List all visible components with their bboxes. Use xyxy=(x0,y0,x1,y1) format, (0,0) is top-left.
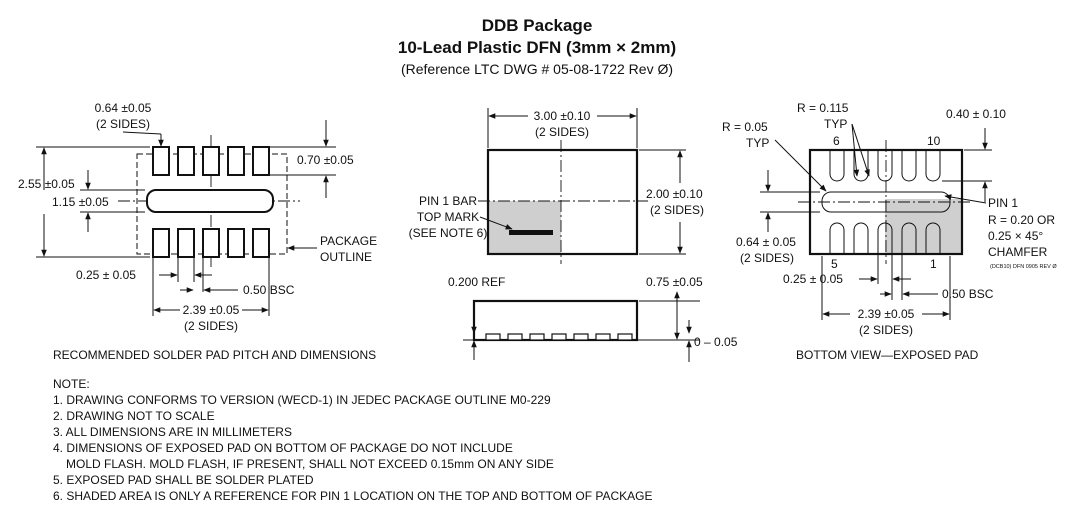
solder-view-caption: RECOMMENDED SOLDER PAD PITCH AND DIMENSI… xyxy=(53,348,376,362)
notes-heading: NOTE: xyxy=(53,377,90,391)
drawing-reference: (Reference LTC DWG # 05-08-1722 Rev Ø) xyxy=(401,61,673,77)
pad-length-label: 0.70 ±0.05 xyxy=(297,153,354,167)
solder-pad xyxy=(252,146,270,176)
solder-pad xyxy=(152,228,170,258)
note-5: 5. EXPOSED PAD SHALL BE SOLDER PLATED xyxy=(53,473,314,487)
pin1-note-label: (SEE NOTE 6) xyxy=(409,226,488,240)
package-title: DDB Package xyxy=(482,16,593,35)
solder-pad xyxy=(227,146,245,176)
corner-radius-typ: TYP xyxy=(746,136,769,150)
package-outline-label-2: OUTLINE xyxy=(320,250,372,264)
solder-pad xyxy=(177,146,195,176)
chamfer-label-1: R = 0.20 OR xyxy=(988,213,1055,227)
chamfer-label-2: 0.25 × 45° xyxy=(988,229,1043,243)
top-width-sides: (2 SIDES) xyxy=(535,125,589,139)
pad-width-sides: (2 SIDES) xyxy=(96,117,150,131)
solder-pad-view: 0.64 ±0.05 (2 SIDES) 0.70 ±0.05 2.55 ±0.… xyxy=(18,101,377,362)
solder-pad xyxy=(227,228,245,258)
side-leads xyxy=(485,333,633,341)
bottom-pad-row xyxy=(152,228,270,258)
lead-radius-label: R = 0.115 xyxy=(797,101,849,115)
bottom-pad-span-sides: (2 SIDES) xyxy=(859,323,913,337)
pad-span-sides: (2 SIDES) xyxy=(184,319,238,333)
exposed-pad-width-sides: (2 SIDES) xyxy=(740,251,794,265)
note-2: 2. DRAWING NOT TO SCALE xyxy=(53,409,215,423)
pin1-label: PIN 1 xyxy=(988,196,1018,210)
package-subtitle: 10-Lead Plastic DFN (3mm × 2mm) xyxy=(398,38,676,57)
pin5-label: 5 xyxy=(831,257,838,271)
side-height-label: 0.75 ±0.05 xyxy=(646,275,703,289)
pin1-top-mark-label: TOP MARK xyxy=(417,210,479,224)
top-view: 3.00 ±0.10 (2 SIDES) 2.00 ±0.10 (2 SIDES… xyxy=(409,108,704,264)
top-width-label: 3.00 ±0.10 xyxy=(534,109,591,123)
lead-width-label: 0.25 ± 0.05 xyxy=(76,268,136,282)
bottom-pitch-label: 0.50 BSC xyxy=(942,287,994,301)
bottom-lead-width-label: 0.25 ± 0.05 xyxy=(783,272,843,286)
overall-length-label: 2.55 ±0.05 xyxy=(18,177,75,191)
note-1: 1. DRAWING CONFORMS TO VERSION (WECD-1) … xyxy=(53,393,551,407)
side-view: 0.200 REF 0.75 ±0.05 0 – 0.05 xyxy=(448,275,738,362)
drawing-id: (DCB10) DFN 0905 REV Ø xyxy=(990,264,1057,270)
pin1-number-label: 1 xyxy=(930,257,937,271)
solder-pad xyxy=(252,228,270,258)
standoff-label: 0 – 0.05 xyxy=(694,335,738,349)
top-height-sides: (2 SIDES) xyxy=(650,203,704,217)
corner-radius-label: R = 0.05 xyxy=(722,120,768,134)
center-pad-label: 1.15 ±0.05 xyxy=(52,195,109,209)
bottom-view: R = 0.115 TYP 6 10 0.40 ± 0.10 R = 0.05 … xyxy=(722,101,1057,362)
pad-width-label: 0.64 ±0.05 xyxy=(95,101,152,115)
pin1-shaded-area xyxy=(488,201,561,254)
bottom-bottom-leads xyxy=(829,222,941,253)
solder-pad xyxy=(177,228,195,258)
solder-pad xyxy=(202,146,220,176)
pin1-bar-label: PIN 1 BAR xyxy=(419,194,477,208)
pin1-bar-mark xyxy=(509,230,553,235)
package-outline-label: PACKAGE xyxy=(320,234,377,248)
lead-length-label: 0.40 ± 0.10 xyxy=(946,107,1006,121)
center-solder-pad xyxy=(146,189,274,213)
bottom-top-leads xyxy=(829,151,941,182)
pin6-label: 6 xyxy=(833,134,840,148)
notes-block: NOTE: 1. DRAWING CONFORMS TO VERSION (WE… xyxy=(53,377,652,503)
note-4-continued: MOLD FLASH. MOLD FLASH, IF PRESENT, SHAL… xyxy=(66,457,554,471)
pin1-shaded-area xyxy=(885,199,962,254)
pad-span-label: 2.39 ±0.05 xyxy=(183,303,240,317)
solder-pad xyxy=(152,146,170,176)
pin10-label: 10 xyxy=(927,134,941,148)
chamfer-label-3: CHAMFER xyxy=(988,245,1048,259)
bottom-view-caption: BOTTOM VIEW—EXPOSED PAD xyxy=(796,348,979,362)
top-pad-row xyxy=(152,146,270,176)
note-3: 3. ALL DIMENSIONS ARE IN MILLIMETERS xyxy=(53,425,292,439)
note-6: 6. SHADED AREA IS ONLY A REFERENCE FOR P… xyxy=(53,489,652,503)
lead-radius-typ: TYP xyxy=(824,117,847,131)
top-height-label: 2.00 ±0.10 xyxy=(646,187,703,201)
note-4: 4. DIMENSIONS OF EXPOSED PAD ON BOTTOM O… xyxy=(53,441,513,455)
solder-pad xyxy=(202,228,220,258)
side-ref-label: 0.200 REF xyxy=(448,275,505,289)
exposed-pad-width-label: 0.64 ± 0.05 xyxy=(736,235,796,249)
package-body-top xyxy=(486,148,639,256)
exposed-pad xyxy=(821,191,951,213)
bottom-pad-span-label: 2.39 ±0.05 xyxy=(858,307,915,321)
